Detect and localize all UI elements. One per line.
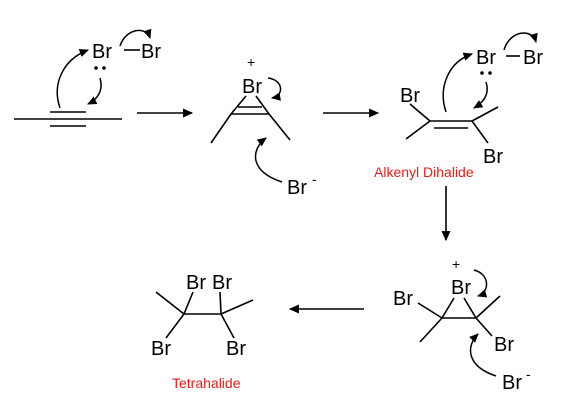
bromine-bridge-atom-2: Br bbox=[451, 277, 471, 299]
tetrahalide-caption: Tetrahalide bbox=[172, 375, 241, 391]
bromide-ion-1: Br bbox=[287, 177, 307, 199]
negative-charge-2: - bbox=[526, 366, 531, 382]
lone-pair-dots-2 bbox=[480, 71, 492, 75]
bromine-atom-4: Br bbox=[523, 47, 543, 69]
bromide-attack-arrow bbox=[254, 137, 283, 183]
pi-bond-attack-arrow bbox=[56, 49, 89, 109]
tetrahalide-bromine-4: Br bbox=[226, 338, 246, 360]
bromirenium-step: + Br Br - bbox=[210, 54, 317, 199]
tetrahalide-bromine-3: Br bbox=[151, 338, 171, 360]
ring-opening-arrow bbox=[267, 77, 282, 101]
bromirenium-ring bbox=[210, 95, 291, 144]
alkenyl-dihalide-caption: Alkenyl Dihalide bbox=[374, 164, 474, 180]
alkene-bromine-right: Br bbox=[483, 146, 503, 168]
bromonium-bromine-left: Br bbox=[393, 288, 413, 310]
tetrahalide-bromine-1: Br bbox=[186, 272, 206, 294]
alkenyl-dihalide-step: Br Br Br Br Alkenyl Dihalide bbox=[374, 32, 543, 180]
bromonium-ring bbox=[417, 295, 501, 343]
tetrahalide-bromine-2: Br bbox=[212, 272, 232, 294]
bromine-bridge-atom: Br bbox=[242, 76, 262, 98]
tetrahalide-skeleton bbox=[155, 291, 254, 339]
positive-charge-2: + bbox=[452, 256, 460, 272]
bromine-atom-2: Br bbox=[141, 41, 161, 63]
ring-opening-arrow-2 bbox=[473, 269, 488, 298]
bromonium-bromine-right: Br bbox=[494, 334, 514, 356]
alkyne-bromine-step: Br Br bbox=[14, 28, 161, 127]
bromonium-step: + Br Br Br Br - bbox=[393, 256, 531, 394]
alkene-bromine-left: Br bbox=[400, 85, 420, 107]
positive-charge: + bbox=[247, 54, 255, 70]
bromide-ion-2: Br bbox=[502, 372, 522, 394]
bromine-atom-3: Br bbox=[476, 47, 496, 69]
br-br-bond-break-arrow bbox=[119, 28, 152, 47]
br-br-bond-break-arrow-2 bbox=[503, 32, 538, 51]
alkene-double-bond bbox=[405, 103, 499, 144]
bromine-atom-1: Br bbox=[92, 41, 112, 63]
lone-pair-return-arrow bbox=[87, 77, 102, 105]
lone-pair-return-arrow-2 bbox=[473, 81, 488, 109]
alkyne-triple-bond bbox=[14, 111, 122, 127]
tetrahalide-product: Br Br Br Br Tetrahalide bbox=[151, 272, 254, 391]
lone-pair-dots bbox=[94, 66, 106, 70]
negative-charge-1: - bbox=[312, 171, 317, 187]
pi-bond-attack-arrow-2 bbox=[442, 52, 473, 113]
bromide-attack-arrow-2 bbox=[469, 333, 497, 377]
